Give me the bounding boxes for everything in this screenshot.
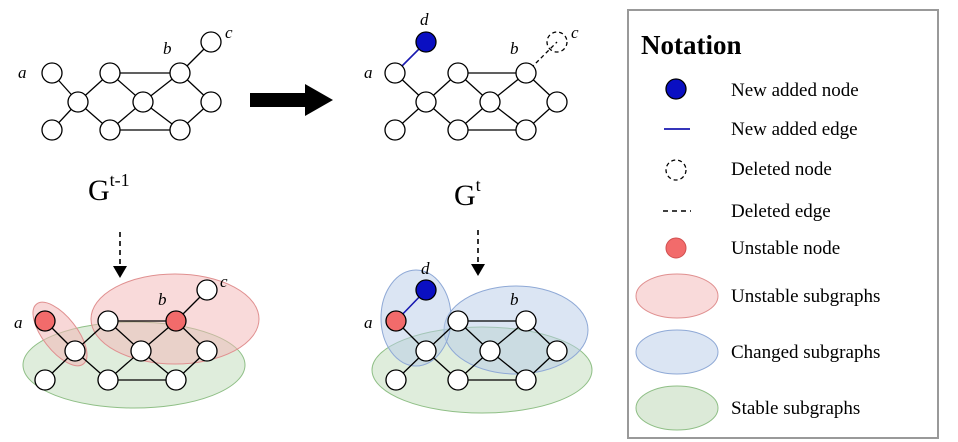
legend-label-changed-subgraphs: Changed subgraphs xyxy=(731,342,880,363)
node xyxy=(97,369,119,391)
unstable-node-a xyxy=(34,310,56,332)
graph-curr-nodes xyxy=(384,62,568,141)
deleted-node-icon xyxy=(665,159,687,181)
graph-bottom-left-nodes xyxy=(34,279,218,391)
node-a xyxy=(41,62,63,84)
label-d-curr: d xyxy=(420,10,429,29)
node xyxy=(385,369,407,391)
node xyxy=(41,119,63,141)
changed-subgraph-icon xyxy=(635,329,719,375)
legend-label-new-node: New added node xyxy=(731,80,859,101)
node xyxy=(479,340,501,362)
node xyxy=(515,369,537,391)
new-node-icon xyxy=(665,78,687,100)
legend-label-unstable-subgraphs: Unstable subgraphs xyxy=(731,286,880,307)
node xyxy=(200,91,222,113)
node xyxy=(415,91,437,113)
unstable-node-a xyxy=(385,310,407,332)
node xyxy=(515,119,537,141)
node xyxy=(99,62,121,84)
legend-label-deleted-edge: Deleted edge xyxy=(731,201,831,222)
label-c-bl: c xyxy=(220,272,228,291)
label-b-curr: b xyxy=(510,39,519,58)
node xyxy=(415,340,437,362)
node-b xyxy=(515,62,537,84)
graph-prev xyxy=(51,41,212,131)
node xyxy=(165,369,187,391)
legend-label-stable-subgraphs: Stable subgraphs xyxy=(731,398,860,419)
node-a xyxy=(384,62,406,84)
graph-prev-label: Gt-1 xyxy=(88,170,130,207)
stable-subgraph-icon xyxy=(635,385,719,431)
label-b-bl: b xyxy=(158,290,167,309)
node-b xyxy=(515,310,537,332)
node xyxy=(130,340,152,362)
new-node-d xyxy=(415,31,437,53)
node xyxy=(447,62,469,84)
deleted-node-c xyxy=(546,31,568,53)
node-b xyxy=(169,62,191,84)
node xyxy=(447,369,469,391)
node xyxy=(546,91,568,113)
label-a-br: a xyxy=(364,313,373,332)
label-b-br: b xyxy=(510,290,519,309)
label-d-br: d xyxy=(421,259,430,278)
node xyxy=(169,119,191,141)
node-c xyxy=(196,279,218,301)
graph-prev-nodes xyxy=(41,31,222,141)
label-c-curr: c xyxy=(571,23,579,42)
legend-label-deleted-node: Deleted node xyxy=(731,159,832,180)
node xyxy=(479,91,501,113)
node-c xyxy=(200,31,222,53)
label-a-prev: a xyxy=(18,63,27,82)
label-c-prev: c xyxy=(225,23,233,42)
label-a-bl: a xyxy=(14,313,23,332)
new-node-d xyxy=(415,279,437,301)
legend-label-unstable-node: Unstable node xyxy=(731,238,840,259)
node xyxy=(196,340,218,362)
graph-bottom-right-nodes xyxy=(385,279,568,391)
legend-label-new-edge: New added edge xyxy=(731,119,858,140)
unstable-node-icon xyxy=(665,237,687,259)
node xyxy=(67,91,89,113)
node xyxy=(546,340,568,362)
node xyxy=(132,91,154,113)
label-a-curr: a xyxy=(364,63,373,82)
node xyxy=(64,340,86,362)
unstable-node-b xyxy=(165,310,187,332)
unstable-subgraph-icon xyxy=(635,273,719,319)
node xyxy=(384,119,406,141)
node xyxy=(34,369,56,391)
transition-arrow xyxy=(250,84,333,116)
graph-curr-label: Gt xyxy=(454,175,481,212)
node xyxy=(97,310,119,332)
legend-title: Notation xyxy=(641,30,742,60)
node xyxy=(447,119,469,141)
node xyxy=(447,310,469,332)
node xyxy=(99,119,121,141)
label-b-prev: b xyxy=(163,39,172,58)
